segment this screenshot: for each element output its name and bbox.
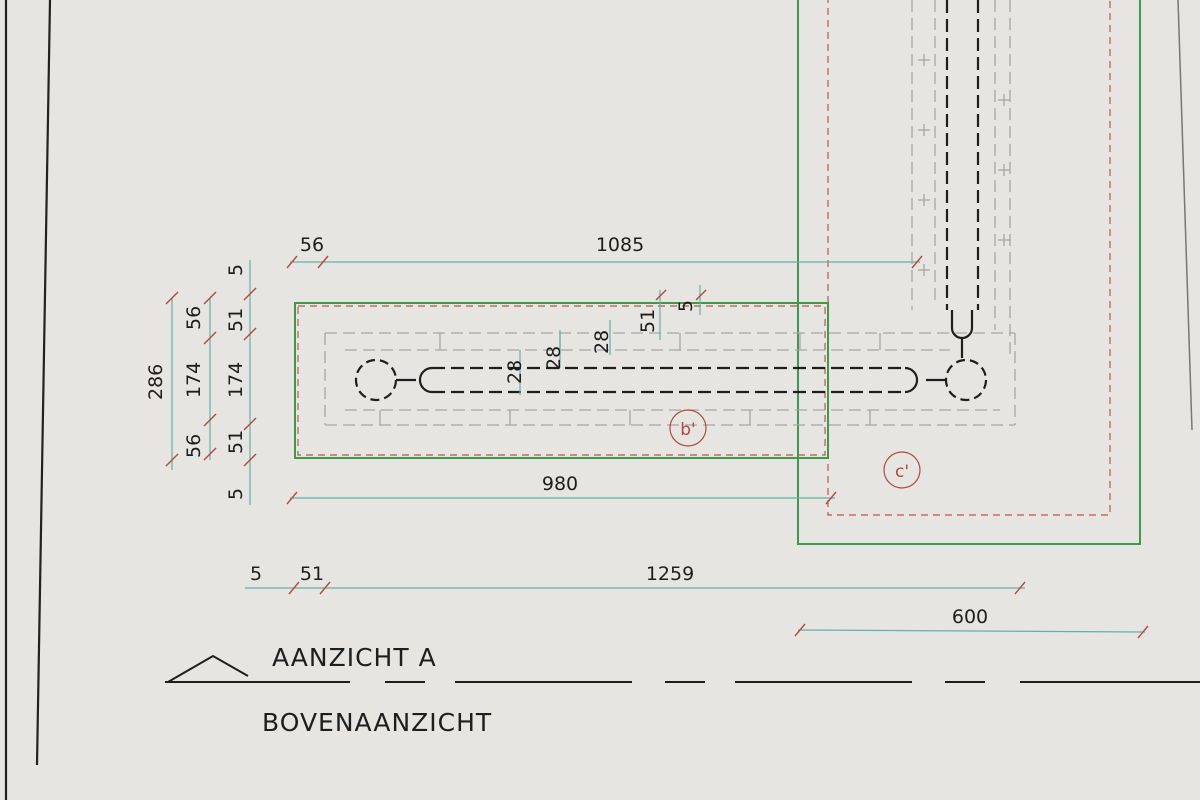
dimension-inner-5: 5 (675, 300, 697, 312)
label-c: c' (895, 462, 909, 482)
dimension-bottom-5: 5 (250, 563, 262, 585)
element-b-outline (294, 302, 829, 459)
label-b: b' (680, 420, 695, 440)
element-b: b' (294, 302, 1016, 459)
dimension-inner-28: 28 (504, 360, 526, 384)
dimension-top: 56 1085 (286, 234, 923, 269)
dimension-left-286: 286 (145, 364, 167, 400)
dimension-left-5-bottom: 5 (225, 488, 247, 500)
dimension-inner-51: 51 (637, 309, 659, 333)
dimension-left-51-bottom: 51 (225, 430, 247, 454)
dimension-left: 286 56 174 56 5 51 174 51 5 (145, 260, 257, 505)
element-b-inner-outline (297, 305, 826, 456)
anchor-circle-left (354, 358, 398, 402)
dimension-bottom-right: 600 (794, 606, 1149, 639)
dimension-left-inner-174: 174 (225, 362, 247, 398)
frame-line-inner (35, 0, 52, 766)
dimension-inner-28: 28 (591, 330, 613, 354)
horizontal-pipe-end-right (904, 366, 919, 394)
view-title: BOVENAANZICHT (262, 708, 492, 737)
dimension-bottom-51: 51 (300, 563, 324, 585)
dimension-left-174: 174 (183, 362, 205, 398)
dimension-left-5-top: 5 (225, 264, 247, 276)
dimension-top-56: 56 (300, 234, 324, 256)
element-c-outline (797, 0, 1141, 545)
label-b-circle (669, 409, 707, 447)
dimension-bottom-chain: 5 51 1259 (245, 563, 1026, 595)
element-c-inner-outline (827, 0, 1111, 516)
dimension-top-1085: 1085 (596, 234, 644, 256)
section-arrow-icon (167, 654, 249, 683)
vertical-pipe-end (950, 310, 974, 340)
dimension-bottom-1259: 1259 (646, 563, 694, 585)
dimension-bottom-inner: 980 (286, 473, 837, 505)
dimension-inner: 28 28 28 51 5 (504, 285, 707, 395)
sheet-frame (4, 0, 1193, 800)
frame-line-right (1177, 0, 1193, 431)
anchor-circle-right (944, 358, 988, 402)
element-c-brick-marks (918, 54, 1010, 276)
dimension-left-56-top: 56 (183, 306, 205, 330)
dimension-bottom-980: 980 (542, 473, 578, 495)
label-c-circle (883, 451, 921, 489)
dimension-left-51-top: 51 (225, 308, 247, 332)
element-c: c' (797, 0, 1141, 545)
dimension-left-56-bottom: 56 (183, 434, 205, 458)
horizontal-pipe-end-left (418, 366, 433, 394)
dimension-inner-28: 28 (543, 346, 565, 370)
element-b-brick-marks (379, 333, 881, 425)
section-marker: AANZICHT A BOVENAANZICHT (165, 643, 1200, 737)
section-title: AANZICHT A (272, 643, 437, 672)
dimension-bottom-600: 600 (952, 606, 988, 628)
